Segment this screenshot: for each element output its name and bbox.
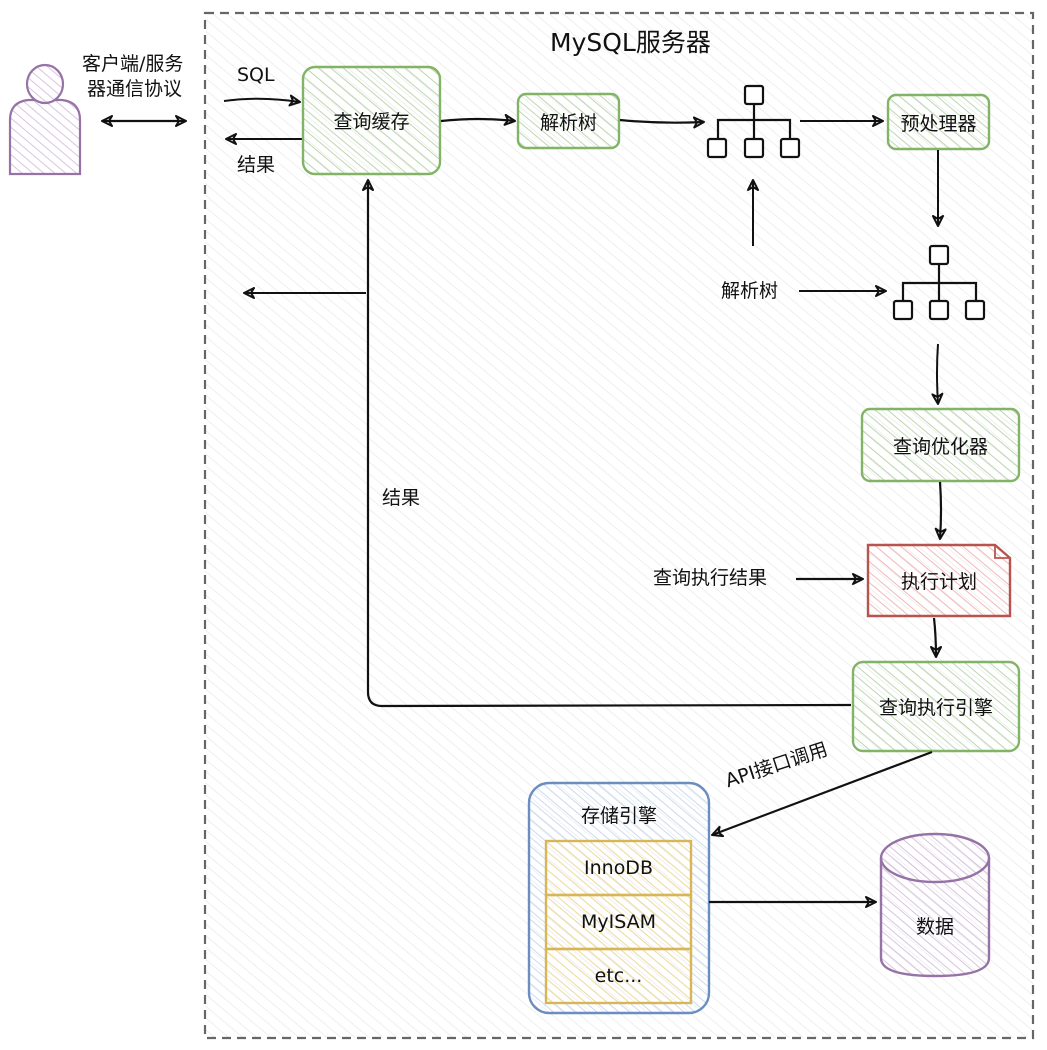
optimizer-label: 查询优化器 bbox=[892, 435, 988, 458]
database-cylinder-icon bbox=[879, 832, 991, 978]
result-label-top: 结果 bbox=[237, 154, 276, 176]
query-cache-label: 查询缓存 bbox=[333, 111, 410, 133]
optimizer-box bbox=[860, 407, 1021, 483]
exec-plan-box bbox=[866, 543, 1012, 618]
optimizer-to-plan-arrow bbox=[934, 481, 947, 540]
query-cache-box bbox=[301, 65, 442, 176]
engine-row-myisam bbox=[544, 893, 693, 951]
sql-arrow bbox=[223, 94, 301, 107]
diagram-title: MySQL服务器 bbox=[550, 28, 711, 57]
data-label: 数据 bbox=[915, 915, 954, 938]
tree-structure-icon bbox=[892, 244, 986, 321]
storage-engine-label: 存储引擎 bbox=[580, 804, 657, 827]
parse-tree-label: 解析树 bbox=[539, 111, 597, 134]
protocol-label-line1: 客户端/服务 bbox=[82, 53, 184, 75]
plan-to-engine-arrow bbox=[929, 617, 942, 658]
user-icon bbox=[8, 63, 82, 176]
preprocessor-label: 预处理器 bbox=[900, 112, 977, 135]
engine-myisam-label: MyISAM bbox=[580, 911, 657, 933]
exec-result-label: 查询执行结果 bbox=[653, 567, 768, 589]
parse-tree-input-label: 解析树 bbox=[721, 280, 779, 302]
exec-engine-label: 查询执行引擎 bbox=[878, 697, 993, 719]
engine-row-etc bbox=[544, 947, 693, 1005]
exec-plan-label: 执行计划 bbox=[900, 571, 977, 593]
protocol-label-line2: 器通信协议 bbox=[87, 78, 183, 100]
sql-label: SQL bbox=[237, 64, 275, 86]
cache-to-parsetree-arrow bbox=[440, 113, 516, 126]
engine-etc-label: etc... bbox=[594, 965, 643, 987]
parsetree-to-tree-arrow bbox=[619, 116, 705, 129]
tree-structure-icon bbox=[706, 84, 801, 159]
tree-to-optimizer-arrow bbox=[931, 343, 944, 405]
preprocessor-box bbox=[886, 93, 991, 151]
engine-to-cache-result-arrow bbox=[362, 179, 852, 708]
engine-innodb-label: InnoDB bbox=[584, 857, 653, 879]
api-call-arrow bbox=[711, 750, 933, 838]
engine-row-innodb bbox=[544, 839, 693, 897]
parse-tree-box bbox=[516, 92, 621, 150]
result-label-left: 结果 bbox=[382, 487, 421, 509]
exec-engine-box bbox=[851, 660, 1021, 753]
